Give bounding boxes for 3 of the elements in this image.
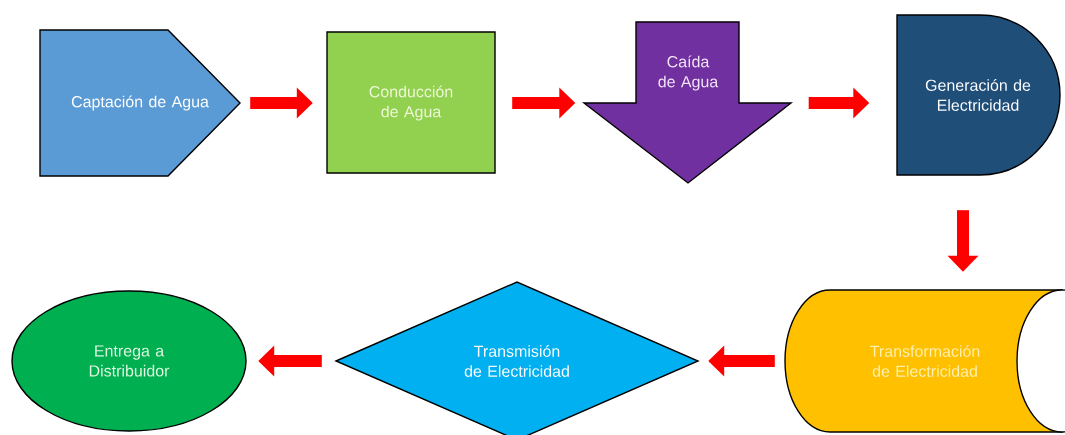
rounded-end-box: Generación de Electricidad: [896, 14, 1061, 176]
process-box: Conducción de Agua: [326, 31, 496, 174]
pentagon-box: Captación de Agua: [39, 29, 241, 177]
